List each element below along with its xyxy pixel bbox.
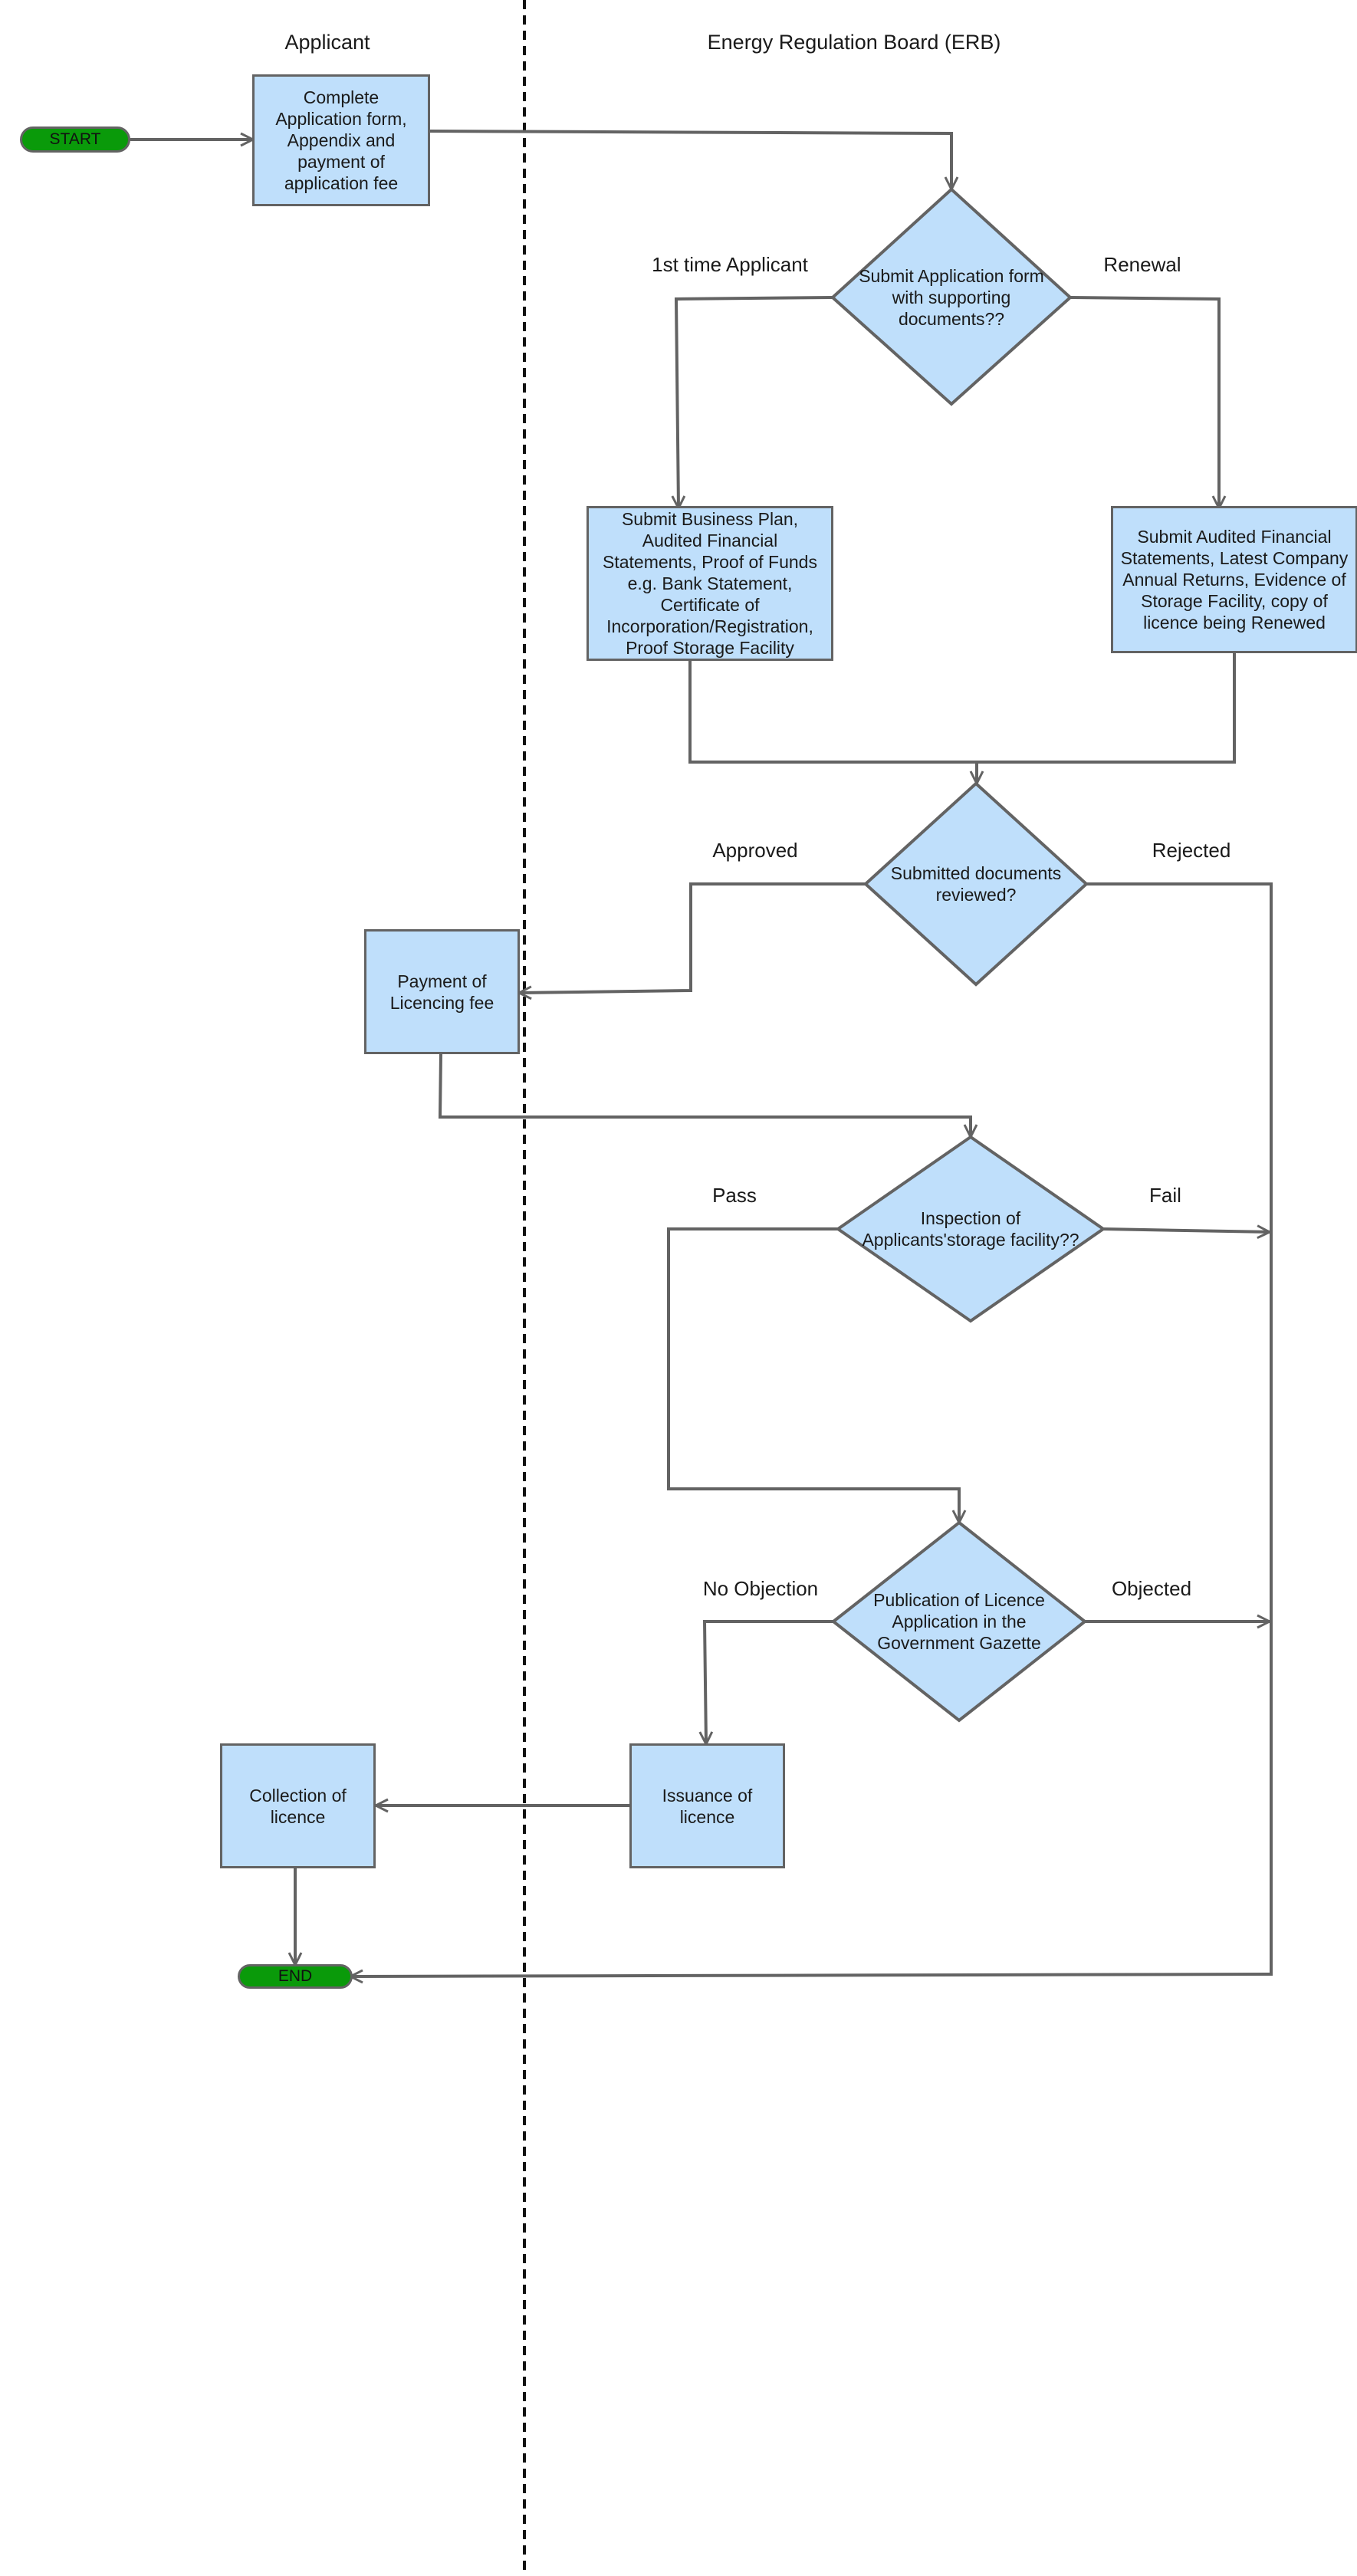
edge-label-first-time: 1st time Applicant: [652, 253, 808, 276]
decision-diamond-reviewed: [863, 781, 1089, 987]
edge-label-pass: Pass: [712, 1184, 757, 1207]
edge-label-renewal: Renewal: [1103, 253, 1181, 276]
edge-rejected: [350, 882, 1273, 1976]
decision-text-reviewed: Submitted documents reviewed?: [890, 863, 1062, 905]
edge-label-approved: Approved: [712, 839, 798, 862]
decision-text-submit-form: Submit Application form with supporting …: [859, 266, 1044, 329]
decision-text-inspection: Inspection of Applicants'storage facilit…: [862, 1208, 1079, 1250]
edge-fail: [1102, 1229, 1270, 1232]
edge-label-objected: Objected: [1111, 1577, 1192, 1600]
start-terminal: START: [20, 127, 130, 153]
edge-renewal: [1070, 296, 1219, 508]
edge-no-objection: [705, 1620, 833, 1744]
edge-pass: [667, 1227, 959, 1523]
box-payment-licencing-fee: Payment of Licencing fee: [364, 929, 520, 1054]
lane-label-erb: Energy Regulation Board (ERB): [707, 31, 1001, 54]
lane-label-applicant: Applicant: [284, 31, 370, 54]
edge-form-to-submit: [429, 130, 951, 189]
decision-text-publication: Publication of Licence Application in th…: [873, 1590, 1045, 1653]
edge-first-time-merge: [688, 652, 1236, 764]
edge-label-rejected: Rejected: [1152, 839, 1231, 862]
box-renewal-documents: Submit Audited Financial Statements, Lat…: [1111, 506, 1357, 653]
edge-approved: [519, 882, 866, 993]
edge-label-no-objection: No Objection: [702, 1577, 819, 1600]
edge-label-fail: Fail: [1149, 1184, 1181, 1207]
box-complete-application: Complete Application form, Appendix and …: [252, 74, 430, 206]
decision-diamond-inspection: [835, 1135, 1106, 1323]
box-issuance-of-licence: Issuance of licence: [629, 1743, 785, 1868]
edge-first-time: [676, 296, 833, 508]
end-terminal: END: [238, 1964, 353, 1989]
box-first-time-documents: Submit Business Plan, Audited Financial …: [586, 506, 833, 661]
decision-diamond-publication: [830, 1520, 1088, 1723]
edge-payment-to-inspection: [438, 1053, 971, 1137]
box-collection-of-licence: Collection of licence: [220, 1743, 376, 1868]
decision-diamond-submit-form: [830, 187, 1073, 406]
